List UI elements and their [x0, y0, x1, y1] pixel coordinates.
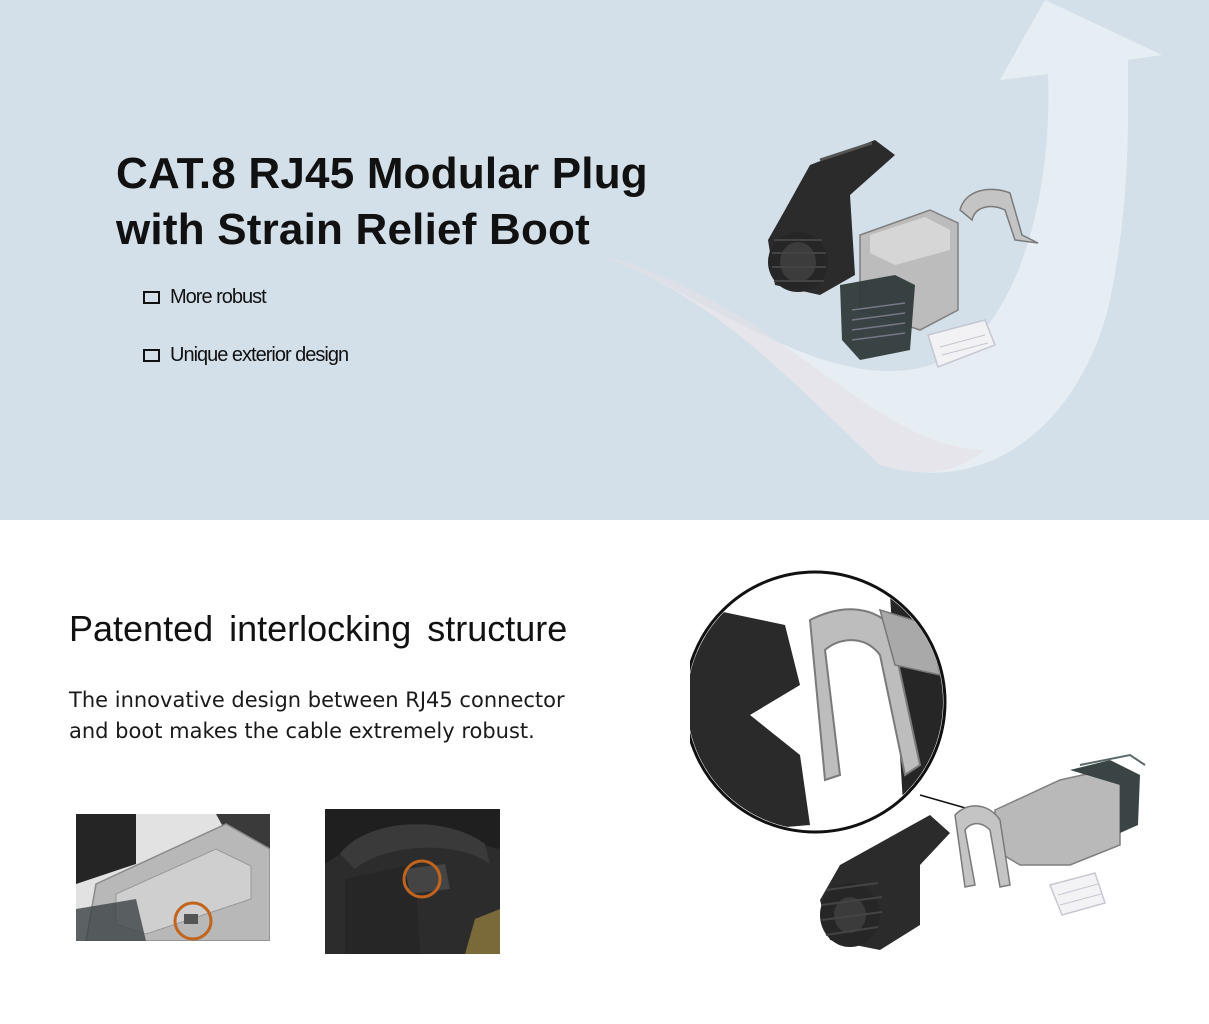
feature-item-design: Unique exterior design — [143, 344, 349, 367]
title-line-1: CAT.8 RJ45 Modular Plug — [116, 149, 648, 198]
checkbox-icon — [143, 349, 160, 362]
feature-label: Unique exterior design — [170, 344, 349, 366]
section-title: Patented interlocking structure — [69, 608, 568, 649]
detail-photo-shield-latch — [76, 814, 270, 941]
title-line-2: with Strain Relief Boot — [116, 205, 590, 254]
detail-photo-boot-latch — [325, 809, 500, 954]
product-image-plug-kit — [768, 140, 1039, 368]
description-line-2: and boot makes the cable extremely robus… — [69, 719, 535, 743]
checkbox-icon — [143, 291, 160, 304]
feature-label: More robust — [170, 286, 267, 308]
feature-item-robust: More robust — [143, 286, 267, 309]
page-title: CAT.8 RJ45 Modular Plug with Strain Reli… — [116, 146, 648, 258]
interlock-diagram — [690, 570, 1146, 950]
section-description: The innovative design between RJ45 conne… — [69, 685, 629, 747]
description-line-1: The innovative design between RJ45 conne… — [69, 688, 565, 712]
rising-arrow-icon — [600, 0, 1162, 473]
hero-banner: CAT.8 RJ45 Modular Plug with Strain Reli… — [0, 0, 1209, 520]
